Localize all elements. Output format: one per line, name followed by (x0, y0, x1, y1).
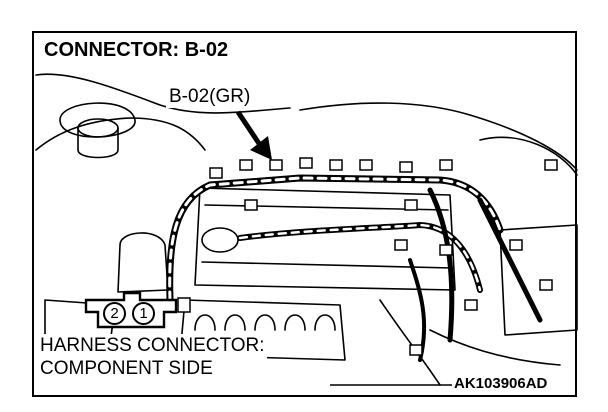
harness-connector (544, 159, 558, 171)
harness-connector (509, 239, 523, 251)
connector-callout-label: B-02(GR) (166, 86, 254, 108)
main-harness-dash (168, 176, 502, 302)
harness-connector (209, 167, 223, 179)
harness-connector (394, 239, 408, 251)
fender-outline (35, 117, 206, 151)
right-pipe (429, 329, 561, 366)
harness-connector (439, 159, 453, 171)
harness-connector (464, 299, 478, 311)
harness-connector (539, 279, 553, 291)
oil-filler-cap (201, 227, 239, 253)
harness-connector (244, 199, 258, 211)
harness-connector (177, 297, 191, 313)
engine-cover (194, 187, 456, 291)
harness-connector (329, 159, 343, 171)
caption-line-2: COMPONENT SIDE (40, 358, 213, 379)
left-bracket (117, 232, 169, 293)
harness-connector (359, 159, 373, 171)
connector-pin-2: 2 (103, 302, 126, 325)
connector-pin-1: 1 (132, 302, 155, 325)
secondary-harness-dash (238, 223, 482, 292)
valve-cover-lobes (194, 314, 336, 331)
intake-duct (479, 136, 578, 176)
diagram-title: CONNECTOR: B-02 (40, 36, 233, 64)
connector-face (84, 291, 178, 329)
harness-branch (477, 197, 543, 323)
callout-arrow-head (250, 136, 272, 160)
harness-connector (269, 159, 283, 171)
harness-connector (439, 244, 453, 256)
engine-cover-rib (201, 261, 453, 269)
caption-line-1: HARNESS CONNECTOR: (40, 335, 265, 356)
lower-pipe (379, 299, 441, 386)
harness-connector (239, 159, 253, 171)
harness-connector (399, 161, 413, 173)
callout-arrow-shaft (235, 110, 265, 150)
figure-code: AK103906AD (452, 374, 550, 394)
right-housing (499, 224, 578, 336)
cowl-line (299, 102, 578, 171)
strut-tower (59, 102, 136, 138)
connector-view-caption: HARNESS CONNECTOR: COMPONENT SIDE (38, 334, 267, 380)
harness-connector (409, 344, 423, 356)
harness-branch (427, 187, 455, 343)
harness-connector (404, 199, 418, 211)
hood-outline (35, 73, 291, 114)
reservoir-body (77, 127, 119, 159)
harness-connector (299, 157, 313, 169)
